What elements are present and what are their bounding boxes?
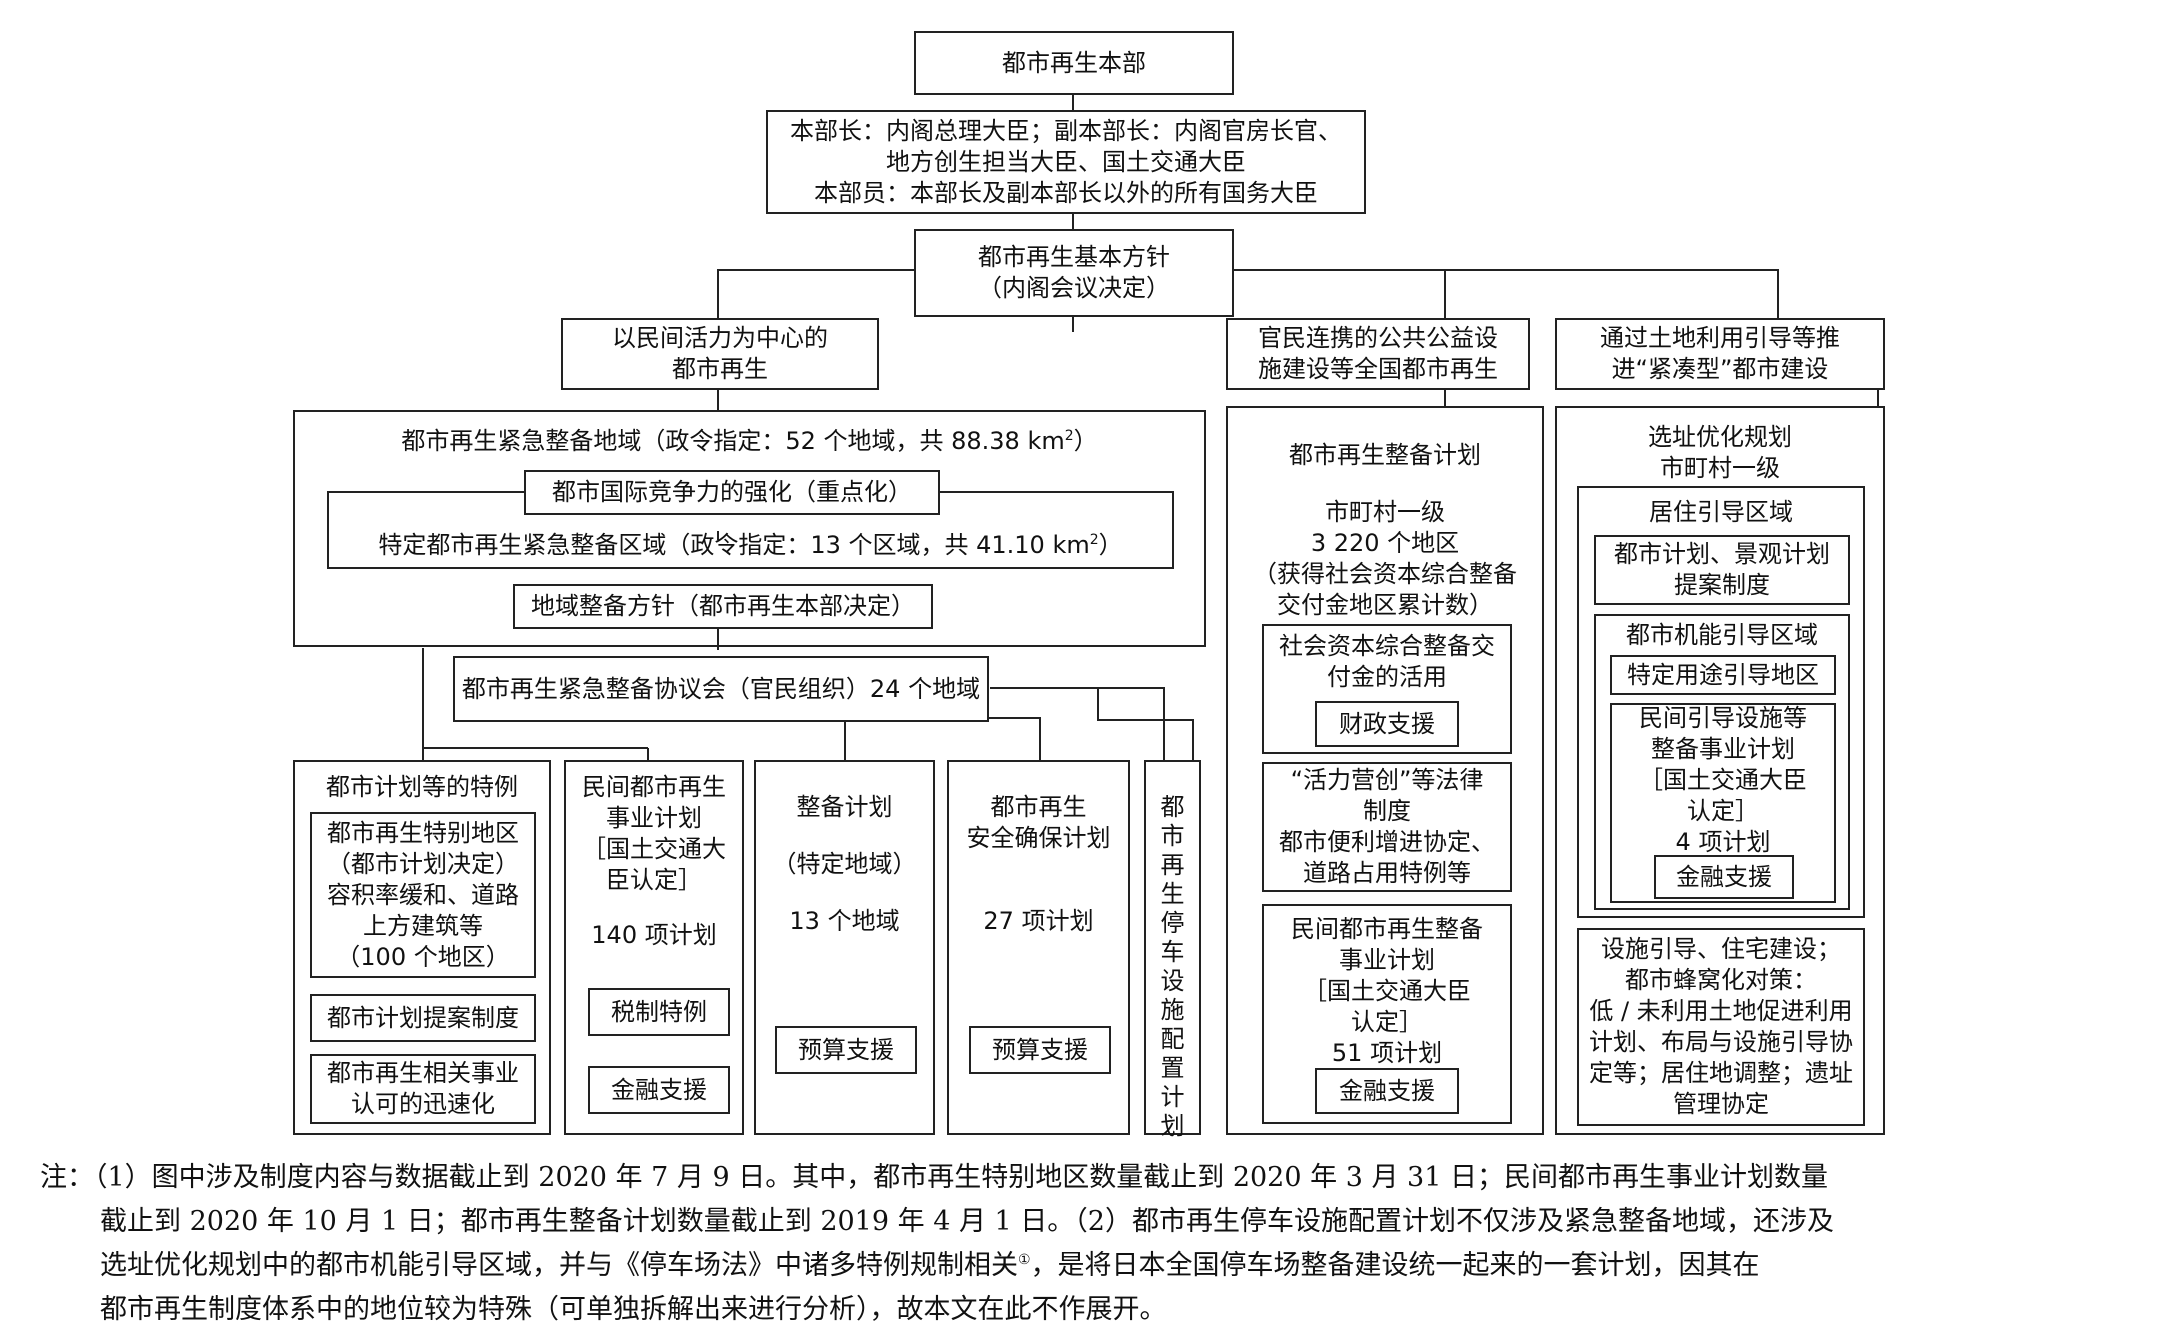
note-line-2: 截止到 2020 年 10 月 1 日；都市再生整备计划数量截止到 2019 年… [100,1206,1834,1237]
special-district-box: 都市再生特别地区 （都市计划决定） 容积率缓和、道路 上方建筑等 （100 个地… [310,812,536,978]
urgent-area-panel [293,410,1206,647]
parking-plan-char: 都 [1160,793,1185,821]
col3-count: 13 个地域 [789,907,900,935]
law-system-box: “活力营创”等法律 制度 都市便利增进协定、 道路占用特例等 [1262,762,1512,892]
members-line-1: 本部长：内阁总理大臣；副本部长：内阁官房长官、 [790,116,1342,145]
private-facility-title: 民间引导设施等 整备事业计划 ［国土交通大臣 认定］ 4 项计划 [1639,704,1807,856]
branch-left-line-2: 都市再生 [672,355,768,383]
parking-plan-char: 置 [1160,1054,1185,1082]
council-label: 都市再生紧急整备协议会（官民组织）24 个地域 [461,674,981,703]
mid-finance-box: 金融支援 [1315,1068,1459,1114]
redevelopment-plan-panel [1226,406,1544,1135]
note-line-4: 都市再生制度体系中的地位较为特殊（可单独拆解出来进行分析），故本文在此不作展开。 [100,1294,1167,1325]
branch-mid-line-1: 官民连携的公共公益设 [1258,324,1498,352]
col3-budget-box: 预算支援 [775,1026,917,1074]
residence-zone-panel [1577,486,1865,918]
members-line-2: 地方创生担当大臣、国土交通大臣 [886,147,1246,176]
fiscal-support-box: 财政支援 [1315,701,1459,747]
basic-policy-box: 都市再生基本方针 （内阁会议决定） [914,229,1234,317]
col1-title: 都市计划等的特例 [326,773,518,801]
col-development-plan [754,760,935,1135]
grant-panel [1262,624,1512,754]
council-box: 都市再生紧急整备协议会（官民组织）24 个地域 [453,656,989,722]
tax-special-box: 税制特例 [588,988,730,1036]
col3-subtitle: （特定地域） [772,850,917,878]
parking-plan-char: 划 [1160,1112,1185,1140]
regional-policy-label: 地域整备方针（都市再生本部决定） [531,592,915,620]
mid-private-panel [1262,904,1512,1124]
fast-approval-box: 都市再生相关事业 认可的迅速化 [310,1054,536,1124]
mid-subtitle: 市町村一级 3 220 个地区 （获得社会资本综合整备 交付金地区累计数） [1253,498,1517,619]
parking-plan-char: 再 [1160,851,1185,879]
urgent-area-title: 都市再生紧急整备地域（政令指定：52 个地域，共 88.38 km2） [401,427,1098,455]
col4-count: 27 项计划 [983,907,1094,935]
branch-public-facilities: 官民连携的公共公益设 施建设等全国都市再生 [1226,318,1530,390]
branch-right-line-1: 通过土地利用引导等推 [1600,324,1840,352]
special-urgent-title: 特定都市再生紧急整备区域（政令指定：13 个区域，共 41.10 km2） [378,531,1123,559]
function-zone-title: 都市机能引导区域 [1626,621,1818,649]
parking-plan-char: 生 [1160,880,1185,908]
parking-plan-char: 车 [1160,938,1185,966]
hq-members-box: 本部长：内阁总理大臣；副本部长：内阁官房长官、 地方创生担当大臣、国土交通大臣 … [766,110,1366,214]
col-private-project-plan [564,760,744,1135]
policy-line-1: 都市再生基本方针 [978,243,1170,271]
col-safety-plan [947,760,1130,1135]
mid-private-title: 民间都市再生整备 事业计划 ［国土交通大臣 认定］ 51 项计划 [1291,915,1483,1067]
footnote-mark: ① [1018,1252,1031,1268]
mid-title: 都市再生整备计划 [1289,441,1481,469]
col-parking-plan [1144,760,1201,1135]
residence-zone-title: 居住引导区域 [1649,498,1793,526]
col3-title: 整备计划 [796,793,893,821]
urban-regeneration-hq: 都市再生本部 [914,31,1234,95]
note-line-3: 选址优化规划中的都市机能引导区域，并与《停车场法》中诸多特例规制相关①，是将日本… [100,1250,1760,1281]
branch-left-line-1: 以民间活力为中心的 [612,324,828,352]
parking-plan-char: 配 [1160,1025,1185,1053]
private-facility-panel [1610,703,1836,903]
location-optimization-panel [1555,406,1885,1135]
col2-title: 民间都市再生 事业计划 ［国土交通大 臣认定］ [582,773,726,894]
figure-note: 注：（1）图中涉及制度内容与数据截止到 2020 年 7 月 9 日。其中，都市… [40,1156,2140,1332]
col4-budget-box: 预算支援 [969,1026,1111,1074]
grant-title: 社会资本综合整备交 付金的活用 [1279,632,1495,691]
right-title: 选址优化规划 市町村一级 [1648,423,1792,482]
function-zone-panel [1594,614,1850,910]
note-line-1: 注：（1）图中涉及制度内容与数据截止到 2020 年 7 月 9 日。其中，都市… [40,1162,1828,1193]
branch-private-vitality: 以民间活力为中心的 都市再生 [561,318,879,390]
regional-policy-box: 地域整备方针（都市再生本部决定） [513,584,933,629]
special-use-box: 特定用途引导地区 [1610,655,1836,695]
right-finance-box: 金融支援 [1654,855,1794,899]
members-line-3: 本部员：本部长及副本部长以外的所有国务大臣 [814,178,1318,207]
proposal-system-box: 都市计划提案制度 [310,994,536,1042]
parking-plan-char: 市 [1160,822,1185,850]
policy-line-2: （内阁会议决定） [978,274,1170,302]
col-special-cases [293,760,551,1135]
col2-count: 140 项计划 [591,921,717,949]
branch-right-line-2: 进“紧凑型”都市建设 [1611,355,1829,383]
intl-competitiveness-box: 都市国际竞争力的强化（重点化） [524,470,940,515]
branch-compact-city: 通过土地利用引导等推 进“紧凑型”都市建设 [1555,318,1885,390]
col2-finance-box: 金融支援 [588,1066,730,1114]
hq-label: 都市再生本部 [1002,48,1146,77]
branch-mid-line-2: 施建设等全国都市再生 [1258,355,1498,383]
parking-plan-char: 施 [1160,996,1185,1024]
parking-plan-char: 计 [1160,1083,1185,1111]
facility-guidance-box: 设施引导、住宅建设； 都市蜂窝化对策： 低 / 未利用土地促进利用 计划、布局与… [1577,928,1865,1126]
parking-plan-char: 停 [1160,909,1185,937]
parking-plan-label: 都市再生停车设施配置计划 [1144,793,1201,1141]
parking-plan-char: 设 [1160,967,1185,995]
intl-label: 都市国际竞争力的强化（重点化） [552,478,912,506]
landscape-plan-box: 都市计划、景观计划 提案制度 [1594,535,1850,605]
col4-title: 都市再生 安全确保计划 [966,793,1111,852]
